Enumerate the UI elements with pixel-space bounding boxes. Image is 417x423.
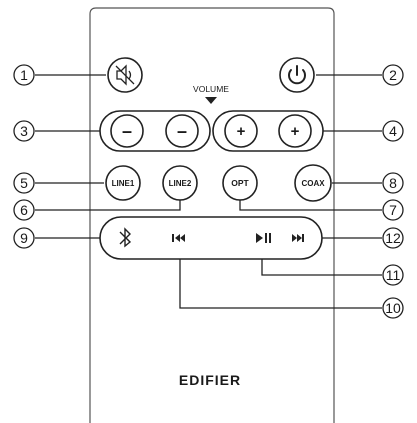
callout-numbers: 1 2 3 4 5 8 6 7 9 12 11 10 xyxy=(20,67,401,316)
callout-8: 8 xyxy=(389,175,397,191)
callout-3: 3 xyxy=(20,123,28,139)
coax-label: COAX xyxy=(301,179,325,188)
next-track-button[interactable] xyxy=(292,234,304,242)
volume-arrow-icon xyxy=(205,97,217,104)
previous-track-icon xyxy=(172,234,185,242)
volume-down-label-2: – xyxy=(177,121,187,141)
bluetooth-icon xyxy=(119,227,132,248)
line2-label: LINE2 xyxy=(169,179,192,188)
leader-lines xyxy=(35,74,382,309)
callout-6: 6 xyxy=(20,202,28,218)
line2-button[interactable]: LINE2 xyxy=(162,165,198,201)
opt-label: OPT xyxy=(231,178,249,188)
volume-up-label-2: + xyxy=(291,123,300,140)
mute-button[interactable] xyxy=(107,57,143,93)
play-pause-icon xyxy=(256,233,271,243)
volume-up-button-2[interactable]: + xyxy=(278,114,312,148)
callout-2: 2 xyxy=(389,67,397,83)
line1-button[interactable]: LINE1 xyxy=(105,165,141,201)
volume-up-label-1: + xyxy=(237,123,246,140)
callout-11: 11 xyxy=(386,267,401,283)
brand-logo: EDIFIER xyxy=(179,372,241,388)
callouts xyxy=(13,64,404,319)
callout-7: 7 xyxy=(389,202,397,218)
volume-label: VOLUME xyxy=(193,84,229,94)
line1-label: LINE1 xyxy=(112,179,135,188)
callout-12: 12 xyxy=(385,230,401,246)
next-track-icon xyxy=(292,234,304,242)
power-button[interactable] xyxy=(279,57,315,93)
callout-4: 4 xyxy=(389,123,397,139)
coax-button[interactable]: COAX xyxy=(294,164,332,202)
bluetooth-button[interactable] xyxy=(119,227,132,248)
callout-10: 10 xyxy=(385,300,401,316)
mute-icon xyxy=(115,64,135,86)
opt-button[interactable]: OPT xyxy=(222,165,258,201)
previous-track-button[interactable] xyxy=(172,234,185,242)
volume-down-label-1: – xyxy=(122,121,132,141)
volume-up-button-1[interactable]: + xyxy=(224,114,258,148)
callout-5: 5 xyxy=(20,175,28,191)
playback-bar xyxy=(99,216,323,260)
power-icon xyxy=(288,65,306,85)
callout-9: 9 xyxy=(20,230,28,246)
remote-body xyxy=(89,7,335,423)
callout-1: 1 xyxy=(20,67,28,83)
volume-down-button-2[interactable]: – xyxy=(165,114,199,148)
play-pause-button[interactable] xyxy=(256,233,271,243)
volume-down-button-1[interactable]: – xyxy=(110,114,144,148)
